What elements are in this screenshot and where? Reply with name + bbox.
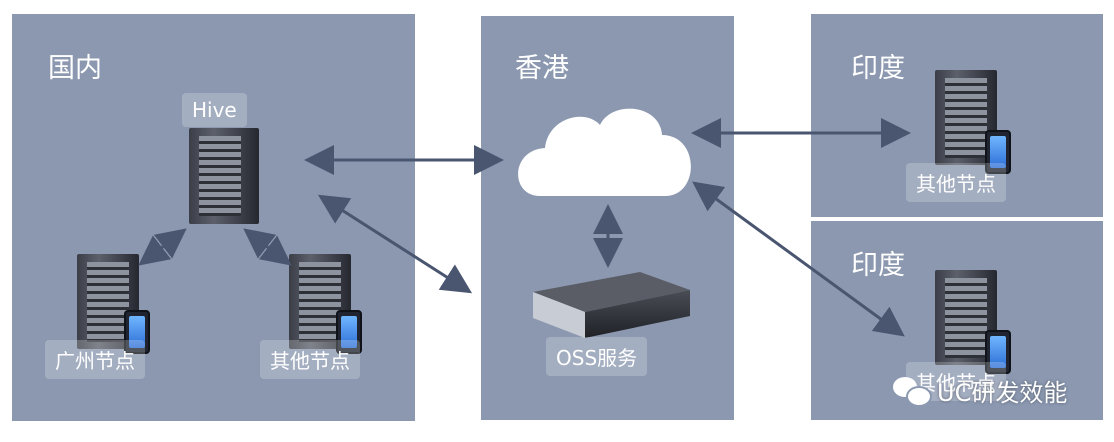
arrow-cloud-india-bottom: [692, 181, 905, 337]
oss-appliance-icon: [533, 272, 690, 338]
wechat-icon: [893, 375, 932, 407]
watermark: UC研发效能: [893, 370, 1067, 410]
india-top-server-icon: [935, 70, 997, 165]
cloud-icon: [518, 108, 691, 196]
domestic-other-phone-icon: [336, 310, 362, 354]
hongkong-region-title: 香港: [515, 53, 569, 84]
hongkong-region-panel: 香港: [481, 16, 734, 420]
india-bottom-phone-icon: [985, 330, 1011, 374]
arrow-hive-other: [243, 228, 292, 266]
india-top-node-label: 其他节点: [906, 163, 1006, 202]
hive-label: Hive: [182, 93, 247, 127]
watermark-text: UC研发效能: [937, 378, 1068, 407]
india-top-phone-icon: [985, 130, 1011, 174]
guangzhou-phone-icon: [124, 310, 150, 354]
arrow-hive-guangzhou: [138, 228, 187, 266]
oss-service-label: OSS服务: [546, 337, 648, 376]
domestic-other-node-label: 其他节点: [260, 340, 360, 379]
domestic-region-title: 国内: [48, 53, 102, 84]
guangzhou-node-label: 广州节点: [45, 340, 145, 379]
hive-server-icon: [189, 128, 259, 224]
arrow-hive-oss: [317, 194, 473, 294]
india-top-region-title: 印度: [851, 53, 905, 84]
